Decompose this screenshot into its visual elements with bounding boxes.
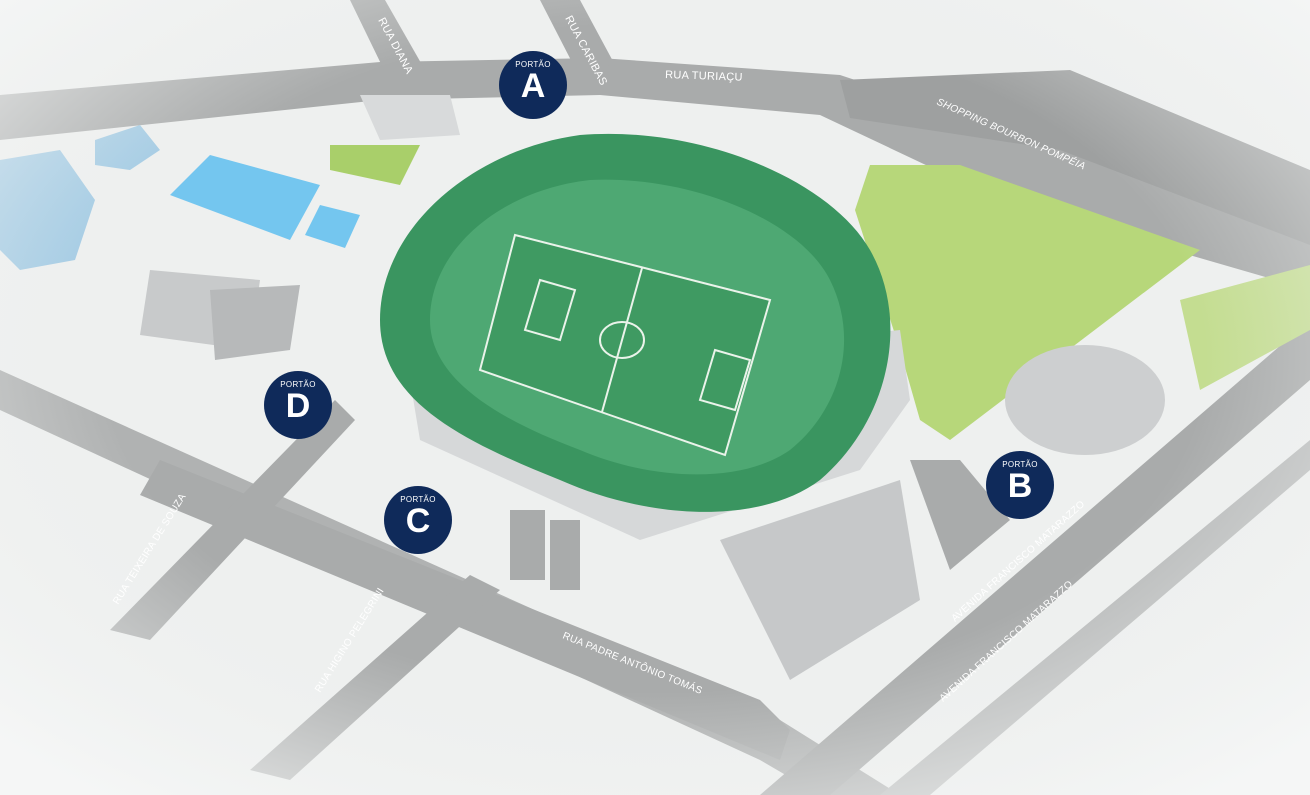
gate-b-letter: B: [1007, 467, 1033, 505]
gate-d-marker[interactable]: PORTÃO D: [264, 371, 332, 439]
gate-a-letter: A: [520, 67, 546, 105]
gate-d-label: PORTÃO: [280, 380, 316, 389]
gate-c-marker[interactable]: PORTÃO C: [384, 486, 452, 554]
gate-b-label: PORTÃO: [1002, 460, 1038, 469]
gate-b-marker[interactable]: PORTÃO B: [986, 451, 1054, 519]
gate-d-letter: D: [285, 387, 311, 425]
gate-a-marker[interactable]: PORTÃO A: [499, 51, 567, 119]
gate-c-letter: C: [405, 502, 431, 540]
gate-c-label: PORTÃO: [400, 495, 436, 504]
street-label-rua-turiacu: RUA TURIAÇU: [665, 69, 743, 84]
gate-a-label: PORTÃO: [515, 60, 551, 69]
